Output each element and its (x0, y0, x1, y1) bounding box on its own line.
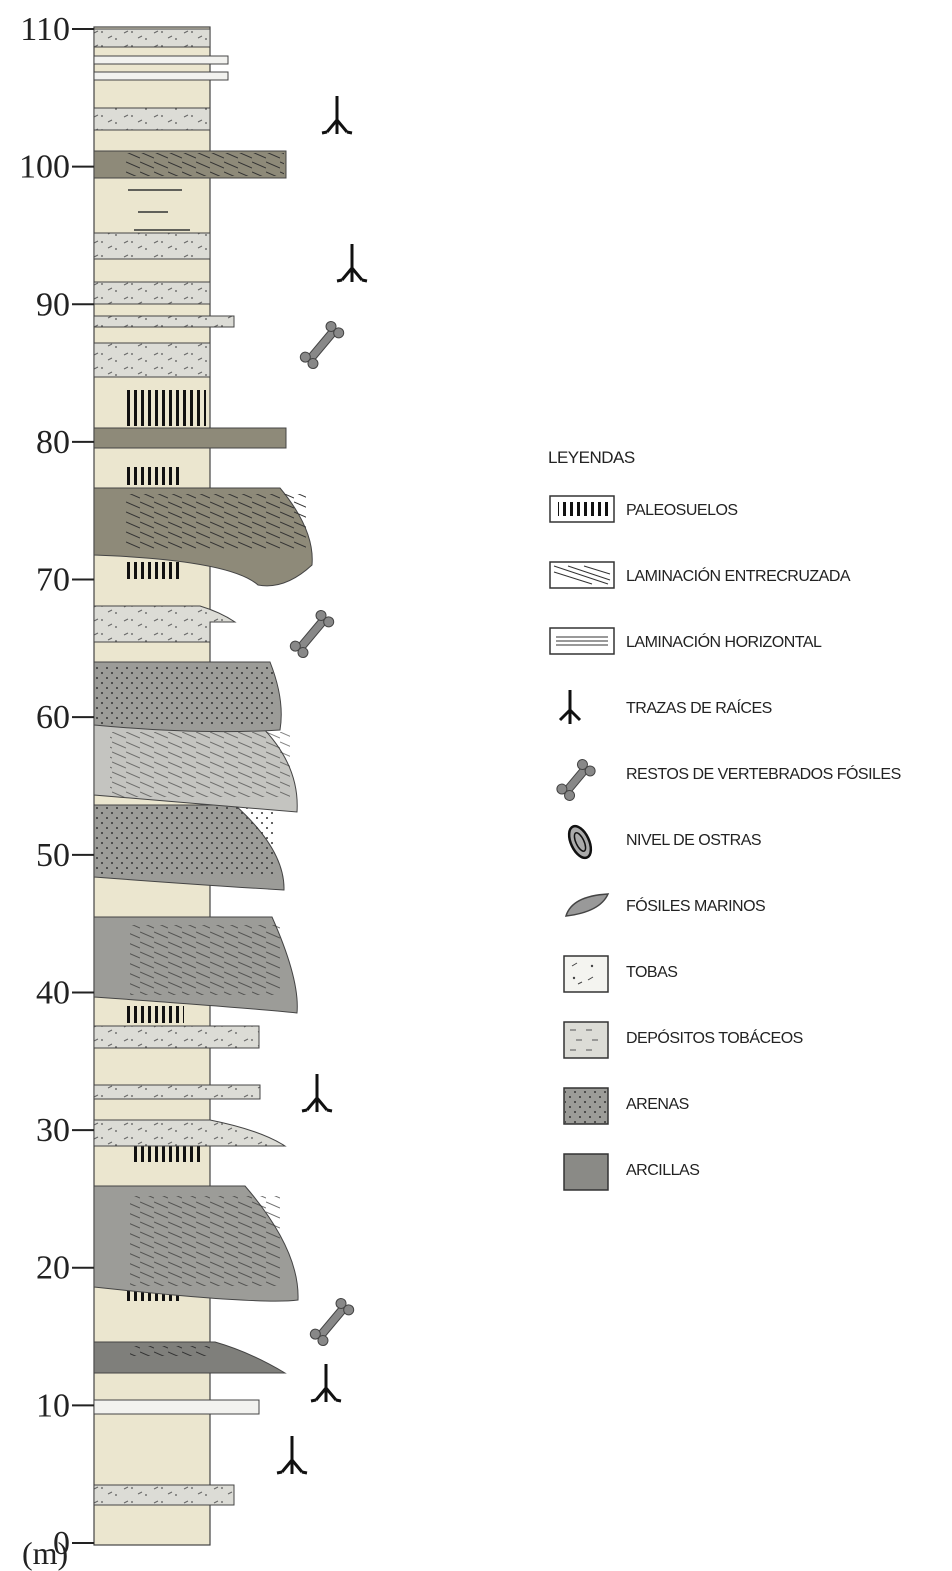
layer-depositos-tobaceos (94, 1120, 285, 1146)
layer-arenas-dots (96, 807, 276, 877)
layer-paleosuelos (130, 1146, 202, 1162)
root-icon (311, 1364, 341, 1402)
shell-icon (548, 886, 618, 926)
layer-laminacion-horizontal (94, 1400, 259, 1414)
sand-swatch (548, 1084, 618, 1128)
legend-title: LEYENDAS (548, 448, 948, 468)
paleosol-swatch (548, 490, 618, 530)
legend-item-laminacion-horizontal: LAMINACIÓN HORIZONTAL (548, 622, 948, 688)
axis-tick-label: 110 (20, 11, 70, 48)
legend-item-arenas: ARENAS (548, 1084, 948, 1150)
root-icon (322, 96, 352, 134)
axis-tick-label: 60 (36, 699, 70, 736)
legend-item-paleosuelos: PALEOSUELOS (548, 490, 948, 556)
layer-arenas-crosslam (110, 732, 290, 797)
axis-tick-label: 50 (36, 837, 70, 874)
layer-depositos-tobaceos (94, 233, 210, 259)
tuffaceous-deposit-swatch (548, 1018, 618, 1062)
legend-item-fosiles-marinos: FÓSILES MARINOS (548, 886, 948, 952)
layer-laminacion-horizontal (94, 72, 228, 80)
layer-depositos-tobaceos (94, 282, 210, 304)
layer-depositos-tobaceos (94, 343, 210, 377)
root-icon (277, 1436, 307, 1474)
axis-tick-label: 20 (36, 1250, 70, 1287)
axis-tick-label: 70 (36, 562, 70, 599)
layer-depositos-tobaceos (94, 1485, 234, 1505)
axis-tick-label: 30 (36, 1112, 70, 1149)
legend-item-restos-vertebrados: RESTOS DE VERTEBRADOS FÓSILES (548, 754, 948, 820)
axis-tick-label: 40 (36, 974, 70, 1011)
axis-tick-label: 100 (19, 149, 70, 186)
layer-paleosuelos (126, 467, 182, 485)
layer-arenas-crosslam (130, 925, 280, 995)
layer-laminacion-horizontal (94, 56, 228, 64)
layer-tobas (94, 29, 210, 47)
axis-unit: (m) (22, 1535, 68, 1571)
layer-crosslam-hatch (126, 494, 306, 550)
legend-item-trazas-raices: TRAZAS DE RAÍCES (548, 688, 948, 754)
root-icon (337, 244, 367, 282)
layer-arcillas-hatch (130, 1346, 210, 1356)
axis-tick-label: 90 (36, 286, 70, 323)
horizontal-lamination-swatch (548, 622, 618, 662)
legend: LEYENDAS PALEOSUELOS LAMINACIÓN ENTRECRU… (548, 448, 948, 1216)
bone-icon (288, 608, 335, 659)
layer-crosslam-hatch (126, 153, 284, 176)
root-icon (548, 688, 618, 728)
legend-item-nivel-ostras: NIVEL DE OSTRAS (548, 820, 948, 886)
legend-item-arcillas: ARCILLAS (548, 1150, 948, 1216)
tuff-swatch (548, 952, 618, 996)
legend-item-depositos-tobaceos: DEPÓSITOS TOBÁCEOS (548, 1018, 948, 1084)
layer-paleosuelos (126, 390, 206, 426)
layer-laminacion-horizontal (94, 316, 234, 327)
layer-arenas-dots (96, 664, 276, 724)
layer-dark-band (94, 428, 286, 448)
layer-arenas-crosslam (130, 1196, 280, 1286)
layer-depositos-tobaceos (94, 108, 210, 130)
legend-item-tobas: TOBAS (548, 952, 948, 1018)
bone-icon (548, 754, 618, 804)
cross-lamination-swatch (548, 556, 618, 596)
oyster-icon (548, 820, 618, 864)
legend-item-laminacion-entrecruzada: LAMINACIÓN ENTRECRUZADA (548, 556, 948, 622)
root-icon (302, 1074, 332, 1112)
clay-swatch (548, 1150, 618, 1194)
layer-depositos-tobaceos (94, 1026, 259, 1048)
axis-tick-label: 80 (36, 424, 70, 461)
bone-icon (308, 1296, 355, 1347)
layer-depositos-tobaceos (94, 606, 235, 642)
layer-paleosuelos (126, 1006, 184, 1023)
axis-tick-label: 10 (36, 1387, 70, 1424)
layer-depositos-tobaceos (94, 1085, 260, 1099)
bone-icon (298, 319, 345, 370)
layer-paleosuelos (126, 562, 182, 579)
